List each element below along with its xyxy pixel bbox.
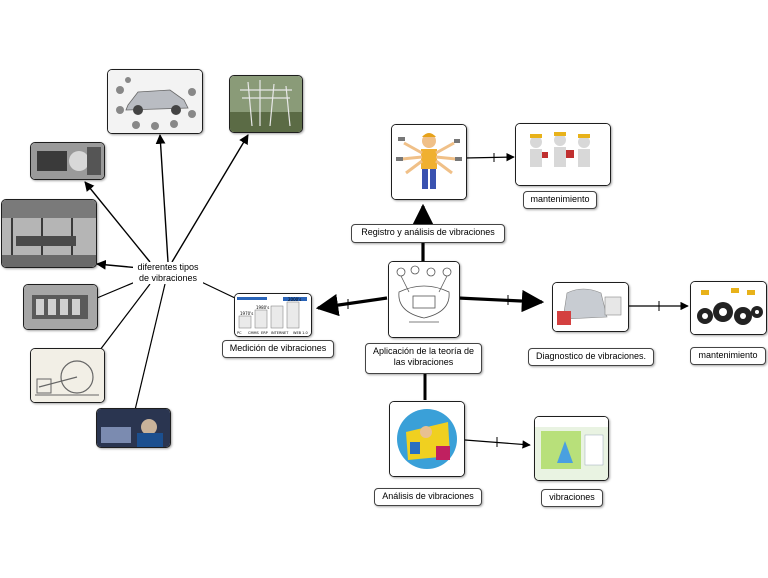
chart-bottom-label: CMMS [248, 331, 259, 335]
power-tower-image [229, 75, 303, 133]
team-figures-image [515, 123, 611, 186]
node-medicion[interactable]: Medición de vibraciones [222, 340, 334, 358]
link-center-medicion [315, 294, 388, 317]
chart-bottom-label: ERP [261, 331, 268, 335]
link-tipos-steam [99, 283, 151, 351]
multitask-worker-image [391, 124, 467, 200]
machine-diagnostic-image [552, 282, 629, 332]
link-tipos-mechanic [134, 283, 166, 411]
link-tipos-factory [96, 259, 141, 270]
node-mantenimiento-top[interactable]: mantenimiento [523, 191, 597, 209]
chart-tag: 2000's [288, 297, 301, 302]
motor-photo-image [30, 142, 105, 180]
link-tipos-motor [84, 181, 151, 263]
link-center-diagnostico [457, 289, 545, 313]
link-registro-mantenimiento [464, 152, 515, 162]
mechanic-photo-image [96, 408, 171, 448]
engine-photo-image [23, 284, 98, 330]
link-tipos-tower [171, 134, 249, 263]
steam-engine-image [30, 348, 105, 403]
chart-tag: 1980's [256, 305, 269, 310]
node-vibraciones[interactable]: vibraciones [541, 489, 603, 507]
car-vibration-image [107, 69, 203, 134]
node-analisis[interactable]: Análisis de vibraciones [374, 488, 482, 506]
chart-tag: 1970's [240, 311, 253, 316]
link-tipos-car [155, 134, 169, 263]
chart-bottom-label: WEB 1.0 [293, 331, 308, 335]
center-sketch-image [388, 261, 460, 338]
vibraciones-slide-image [534, 416, 609, 481]
node-mantenimiento-right[interactable]: mantenimiento [690, 347, 766, 365]
factory-photo-image [1, 199, 97, 268]
node-diagnostico[interactable]: Diagnostico de vibraciones. [528, 348, 654, 366]
chart-bottom-label: INTERNET [271, 331, 289, 335]
gears-team-image [690, 281, 767, 335]
link-tipos-engine [96, 279, 141, 299]
node-diferentes-tipos[interactable]: diferentes tipos de vibraciones [133, 262, 203, 284]
chart-bottom-label: PC [237, 331, 242, 335]
medicion-chart-image: 1970's 1980's 2000's PC CMMS ERP INTERNE… [234, 293, 312, 337]
node-registro-analisis[interactable]: Registro y análisis de vibraciones [351, 224, 505, 243]
analysis-illustration-image [389, 401, 465, 477]
node-central-aplicacion[interactable]: Aplicación de la teoría de las vibracion… [365, 343, 482, 374]
